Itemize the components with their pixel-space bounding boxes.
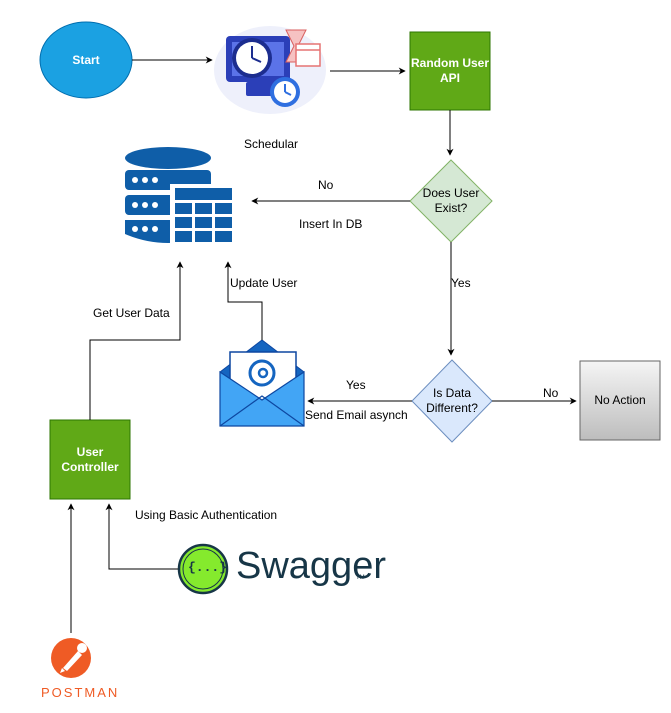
edge-label-send-email: Send Email asynch: [305, 408, 408, 422]
is-data-different-label: Is Data Different?: [426, 386, 478, 415]
edge-label-basic-auth: Using Basic Authentication: [135, 508, 278, 522]
scheduler-label: Schedular: [244, 137, 299, 151]
database-icon: [125, 147, 234, 252]
swagger-wordmark: Swagger: [236, 545, 386, 587]
start-label: Start: [72, 52, 100, 67]
postman-wordmark: POSTMAN: [41, 685, 120, 700]
edge-label-yes-different: Yes: [346, 378, 366, 392]
edge-label-yes-exists: Yes: [451, 276, 471, 290]
swagger-braces: {...}: [188, 560, 228, 575]
edge-get-user-data: [89, 261, 184, 420]
random-user-api-node: [409, 31, 491, 111]
edge-label-update-user: Update User: [230, 276, 298, 290]
does-user-exist-label: Does User Exist?: [422, 186, 480, 215]
edge-label-no-different: No: [543, 386, 559, 400]
swagger-tm: TM: [356, 575, 365, 581]
edge-label-no: No: [318, 178, 334, 192]
user-controller-node: [49, 419, 131, 500]
swagger-icon: [177, 543, 229, 595]
user-controller-label: User Controller: [61, 445, 119, 474]
edge-swagger-controller: [105, 503, 178, 570]
edge-label-insert-in-db: Insert In DB: [299, 217, 363, 231]
scheduler-icon: [214, 26, 326, 114]
no-action-node: [579, 360, 661, 441]
edge-label-get-user-data: Get User Data: [93, 306, 170, 320]
email-icon: [219, 339, 305, 427]
is-data-different-decision: [411, 359, 493, 443]
postman-icon: [51, 638, 91, 678]
no-action-label: No Action: [594, 393, 646, 407]
edge-update-user: [224, 261, 263, 340]
random-user-api-label: Random User API: [410, 56, 490, 85]
